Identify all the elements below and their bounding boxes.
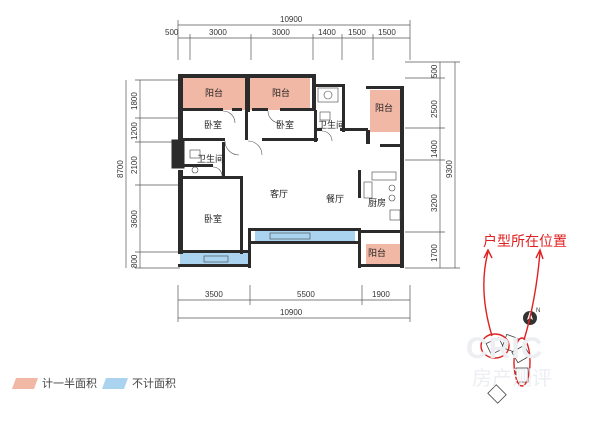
dim-top-6: 1500 [378,28,396,37]
dim-top-1: 500 [165,28,179,37]
dim-bottom-2: 5500 [297,290,315,299]
room-label-bathroom-2: 卫生间 [197,153,224,165]
left-dimension-lines [125,79,180,269]
location-callout-arrows [480,248,544,387]
legend-half-area-label: 计一半面积 [42,377,97,390]
dim-bottom-total: 10900 [280,308,303,317]
dim-left-2: 1200 [130,122,139,140]
dim-left-1: 1800 [130,92,139,110]
room-label-balcony-3: 阳台 [375,102,393,114]
dim-top-4: 1400 [318,28,336,37]
room-label-balcony-1: 阳台 [205,87,223,99]
balcony-fill-1 [183,78,245,110]
balcony-fill-4 [366,244,400,266]
legend-no-area-label: 不计面积 [132,377,176,390]
dim-right-1: 500 [430,64,439,78]
fixtures [189,87,401,263]
room-label-bedroom-2: 卧室 [276,119,294,131]
dim-top-3: 3000 [272,28,290,37]
room-label-balcony-4: 阳台 [368,247,386,259]
dim-bottom-1: 3500 [205,290,223,299]
bottom-dimension-lines [177,285,411,322]
balcony-fill-3 [370,90,400,132]
dim-top-2: 3000 [209,28,227,37]
site-location-map [485,333,531,404]
dim-left-4: 3600 [130,210,139,228]
walls [171,74,404,268]
dim-left-total: 8700 [116,160,125,178]
half-area-swatch [11,377,39,389]
svg-text:N: N [536,308,540,314]
legend-half-area: 计一半面积 [11,375,97,391]
dim-right-3: 1400 [430,140,439,158]
dim-left-5: 800 [130,254,139,268]
dim-top-5: 1500 [348,28,366,37]
room-label-living-room: 客厅 [270,188,288,200]
balcony-fill-2 [250,78,310,110]
bay-window-fill-1 [180,252,248,266]
unit-location-callout: 户型所在位置 [483,234,567,250]
watermark-logo: CRIC [466,332,544,365]
dim-right-2: 2500 [430,100,439,118]
dim-left-3: 2100 [130,156,139,174]
dim-right-total: 9300 [445,160,454,178]
right-dimension-lines [405,61,460,269]
room-label-bathroom-1: 卫生间 [318,119,345,131]
dim-right-5: 1700 [430,244,439,262]
dim-top-total: 10900 [280,15,303,24]
doors [212,110,333,177]
room-label-bedroom-1: 卧室 [204,119,222,131]
watermark-subtitle: 房产测评 [472,366,552,390]
legend-no-area: 不计面积 [101,375,176,391]
room-label-dining-room: 餐厅 [326,193,344,205]
room-label-bedroom-3: 卧室 [204,213,222,225]
no-area-swatch [101,377,129,389]
top-dimension-lines [177,20,411,60]
room-label-kitchen: 厨房 [368,197,386,209]
dim-right-4: 3200 [430,194,439,212]
room-label-balcony-2: 阳台 [272,87,290,99]
dim-bottom-3: 1900 [372,290,390,299]
